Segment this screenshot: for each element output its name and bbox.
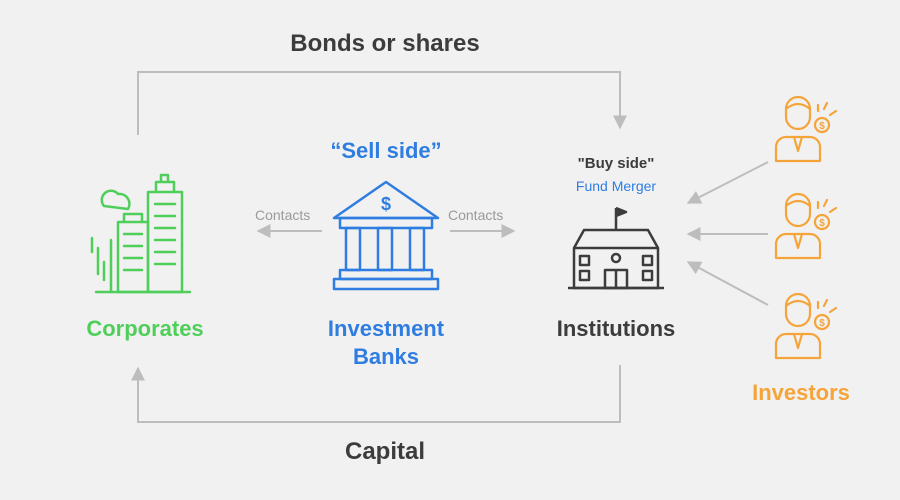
- svg-text:$: $: [381, 194, 391, 214]
- sell-side-tag: “Sell side”: [330, 138, 442, 163]
- institutions-label: Institutions: [556, 316, 676, 341]
- flow-arrow-top: [137, 71, 627, 135]
- city-buildings-icon: [90, 173, 192, 294]
- flow-label-top: Bonds or shares: [290, 30, 480, 57]
- bank-building-icon: $: [332, 180, 440, 291]
- contacts-label-right: Contacts: [448, 207, 504, 223]
- investor-person-icon-1: $: [774, 95, 838, 163]
- contacts-label-left: Contacts: [255, 207, 311, 223]
- investor-person-icon-3: $: [774, 292, 838, 360]
- investor-arrow-1: [686, 161, 769, 204]
- investor-arrow-3: [686, 261, 769, 306]
- flow-label-bottom: Capital: [344, 438, 425, 465]
- svg-text:$: $: [819, 121, 825, 132]
- svg-text:$: $: [819, 318, 825, 329]
- school-building-icon: [568, 206, 664, 290]
- fund-merger-label: Fund Merger: [575, 178, 657, 194]
- corporates-label: Corporates: [86, 316, 204, 341]
- svg-text:$: $: [819, 218, 825, 229]
- investment-banks-label-line2: Banks: [352, 344, 420, 369]
- buy-side-tag: "Buy side": [577, 155, 655, 172]
- investor-person-icon-2: $: [774, 192, 838, 260]
- investors-label: Investors: [752, 380, 850, 405]
- investment-banks-label-line1: Investment: [327, 316, 445, 341]
- flow-arrow-bottom: [131, 365, 621, 423]
